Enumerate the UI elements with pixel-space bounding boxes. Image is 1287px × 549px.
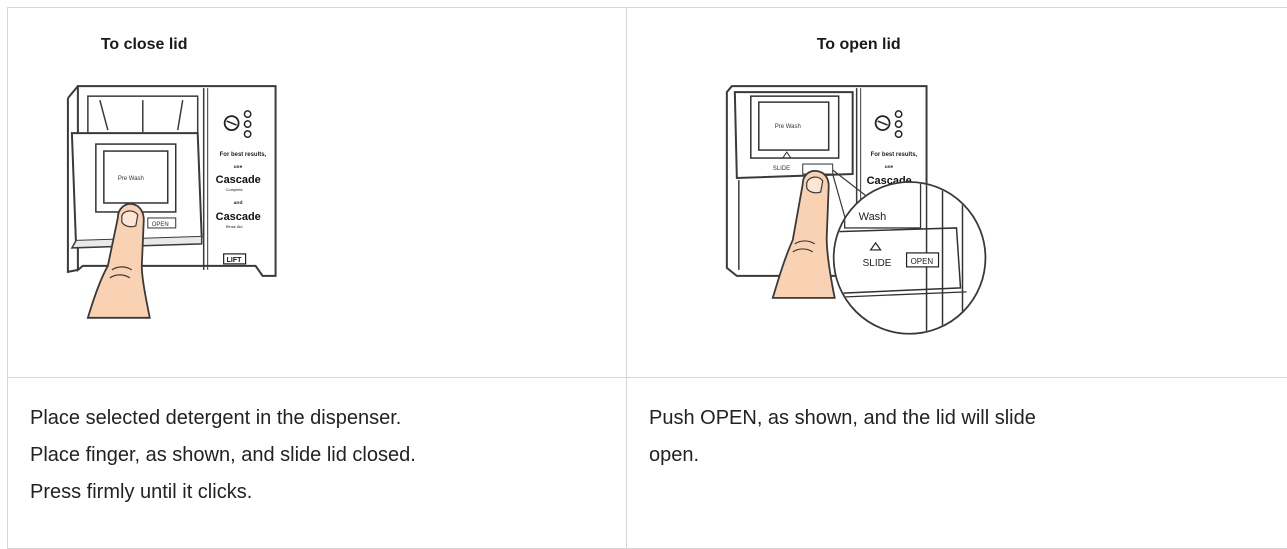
instruction-row: Place selected detergent in the dispense…	[8, 378, 1287, 549]
lid-slide-label: SLIDE	[773, 166, 790, 172]
side-lift-label: LIFT	[227, 257, 242, 264]
close-instruction-line: Place selected detergent in the dispense…	[30, 400, 604, 437]
close-lid-instructions-cell: Place selected detergent in the dispense…	[8, 378, 627, 549]
dispenser-lid: Pre Wash SLIDE	[735, 92, 853, 178]
side-sub-rinse-aid: Rinse Aid	[226, 224, 243, 229]
side-text-and: and	[234, 200, 243, 206]
zoom-open-label: OPEN	[911, 257, 934, 266]
zoom-wash-label: Wash	[859, 211, 887, 223]
lid-open-label: OPEN	[152, 222, 169, 228]
open-instruction-line: Push OPEN, as shown, and the lid will sl…	[649, 400, 1268, 437]
close-lid-illustration: To close lid	[8, 8, 626, 377]
close-instruction-line: Place finger, as shown, and slide lid cl…	[30, 437, 604, 474]
close-lid-instructions: Place selected detergent in the dispense…	[8, 378, 626, 511]
close-lid-title: To close lid	[101, 36, 188, 53]
side-text-best-results: For best results,	[220, 152, 267, 158]
lid-prewash-label: Pre Wash	[775, 124, 801, 130]
side-brand-cascade-2: Cascade	[216, 211, 261, 223]
lid-prewash-label: Pre Wash	[118, 176, 144, 182]
figure-row: To close lid	[8, 8, 1287, 378]
open-lid-title: To open lid	[817, 36, 901, 53]
open-lid-illustration: To open lid Pre Wash SLIDE	[627, 8, 1287, 377]
close-instruction-line: Press firmly until it clicks.	[30, 474, 604, 511]
open-instruction-line: open.	[649, 437, 1268, 474]
instruction-table: To close lid	[7, 7, 1287, 549]
side-brand-cascade-1: Cascade	[216, 174, 261, 186]
side-sub-complete: Complete	[226, 187, 244, 192]
open-lid-figure-cell: To open lid Pre Wash SLIDE	[627, 8, 1287, 378]
side-text-use: use	[885, 164, 894, 170]
zoom-slide-label: SLIDE	[863, 258, 892, 269]
open-lid-instructions: Push OPEN, as shown, and the lid will sl…	[627, 378, 1287, 474]
side-text-best-results: For best results,	[871, 152, 918, 158]
side-text-use: use	[234, 164, 243, 170]
close-lid-figure-cell: To close lid	[8, 8, 627, 378]
open-lid-instructions-cell: Push OPEN, as shown, and the lid will sl…	[627, 378, 1287, 549]
